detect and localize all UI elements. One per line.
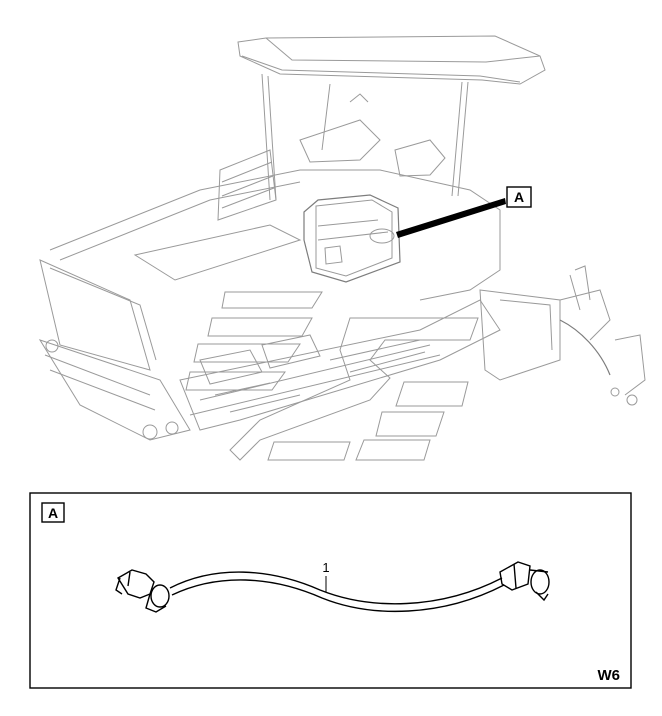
detail-border [29, 492, 632, 689]
detail-callout-box [41, 502, 65, 523]
part-number-label: 1 [322, 560, 329, 575]
drawing-code: W6 [598, 667, 621, 684]
paver-machine-drawing [38, 35, 646, 461]
detail-callout-label: A [48, 505, 58, 521]
top-callout-label: A [514, 189, 524, 205]
battery-cable [115, 561, 550, 613]
detail-callout-a: A [41, 502, 65, 523]
top-callout-a: A [506, 186, 532, 208]
right-terminal [499, 561, 531, 591]
top-callout-box [506, 186, 532, 208]
detail-frame [29, 492, 632, 689]
left-terminal [117, 569, 155, 599]
part-number-1: 1 [322, 560, 330, 592]
